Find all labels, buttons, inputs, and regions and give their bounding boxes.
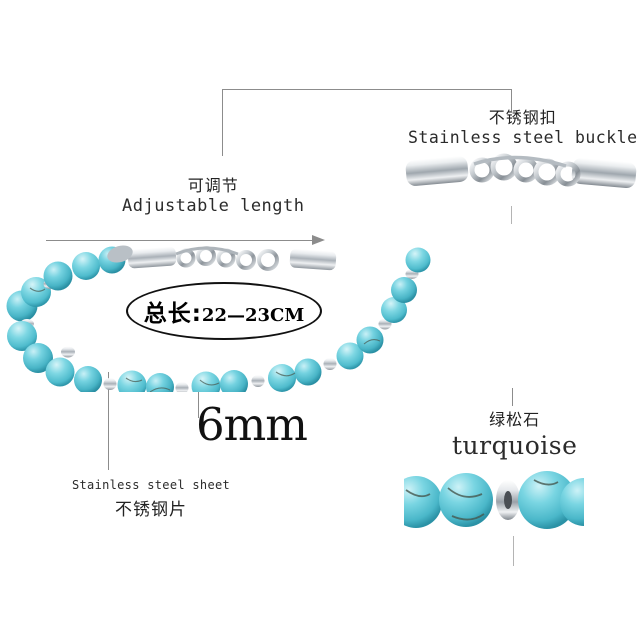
total-length-callout: 总长: 22—23CM [126, 282, 322, 340]
bead-size-connector-tick [198, 388, 199, 418]
turquoise-label-cn: 绿松石 [489, 410, 541, 429]
adjustable-label-cn: 可调节 [187, 176, 239, 195]
turquoise-connector-tick [512, 388, 513, 406]
label-turquoise: 绿松石 turquoise [452, 406, 577, 460]
bracelet-image [0, 232, 440, 392]
clasp-closeup-image [404, 150, 640, 212]
clasp-illustration [405, 153, 637, 188]
total-length-value: 22—23CM [201, 305, 305, 326]
label-stainless-steel-sheet: Stainless steel sheet 不锈钢片 [72, 478, 230, 520]
bracelet-clasp [107, 245, 337, 271]
label-stainless-steel-buckle: 不锈钢扣 Stainless steel buckle [408, 104, 638, 147]
sheet-label-cn: 不锈钢片 [115, 500, 188, 520]
bracket-top-rail [222, 89, 512, 90]
turquoise-bead-closeup-image [404, 462, 584, 540]
turquoise-label-en: turquoise [452, 431, 578, 460]
adjustable-label-en: Adjustable length [122, 196, 305, 216]
buckle-label-cn: 不锈钢扣 [488, 108, 557, 127]
label-bead-size: 6mm [196, 398, 308, 451]
adjustable-arrow-head [312, 235, 325, 245]
sheet-connector-line [108, 372, 109, 470]
total-length-label-cn: 总长: [143, 301, 202, 327]
buckle-label-en: Stainless steel buckle [408, 128, 638, 147]
total-length-text: 总长: 22—23CM [144, 294, 305, 328]
label-adjustable-length: 可调节 Adjustable length [122, 172, 305, 216]
adjustable-arrow-shaft [46, 240, 314, 241]
bead-strand [6, 246, 431, 392]
bracket-left-tick [222, 89, 223, 156]
bead-closeup-illustration [404, 471, 584, 529]
turquoise-bead-connector-line [513, 536, 514, 566]
bracelet-illustration [6, 245, 431, 392]
buckle-connector-tick [511, 206, 512, 224]
sheet-label-en: Stainless steel sheet [72, 478, 231, 492]
bead-veining [29, 287, 381, 392]
bracket-right-tick [511, 89, 512, 111]
